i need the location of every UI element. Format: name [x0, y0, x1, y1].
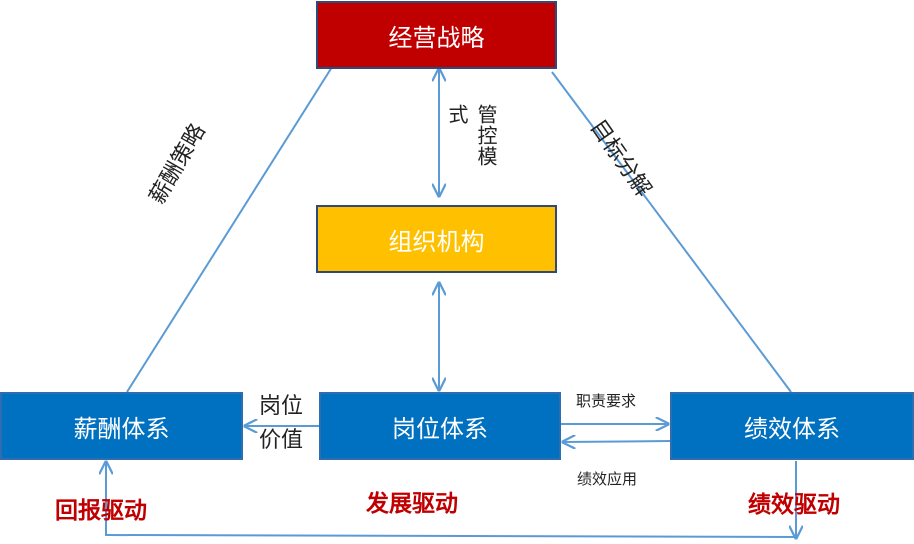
position-value-line2: 价值 — [259, 428, 304, 453]
goal-decomposition-line — [551, 71, 792, 393]
position-box: 岗位体系 — [319, 392, 561, 460]
position-value-line1: 岗位 — [259, 394, 304, 419]
compensation-label: 薪酬体系 — [73, 414, 170, 443]
reward-driver-label: 回报驱动 — [55, 498, 147, 524]
performance-application-label: 绩效应用 — [577, 470, 638, 488]
compensation-box: 薪酬体系 — [0, 392, 243, 460]
performance-label: 绩效体系 — [744, 414, 840, 443]
performance-application-arrow — [563, 441, 671, 442]
development-driver-label: 发展驱动 — [366, 491, 458, 517]
organization-label: 组织机构 — [388, 227, 485, 256]
management-mode-label: 管控模式 — [445, 104, 498, 167]
performance-driver-label: 绩效驱动 — [748, 492, 840, 518]
job-requirements-label: 职责要求 — [576, 392, 637, 410]
strategy-label: 经营战略 — [388, 23, 485, 52]
bottom-loop-line — [105, 534, 797, 538]
position-label: 岗位体系 — [392, 414, 488, 443]
performance-box: 绩效体系 — [670, 392, 914, 460]
strategy-box: 经营战略 — [316, 1, 557, 69]
organization-box: 组织机构 — [316, 205, 557, 273]
compensation-strategy-line — [126, 66, 333, 393]
